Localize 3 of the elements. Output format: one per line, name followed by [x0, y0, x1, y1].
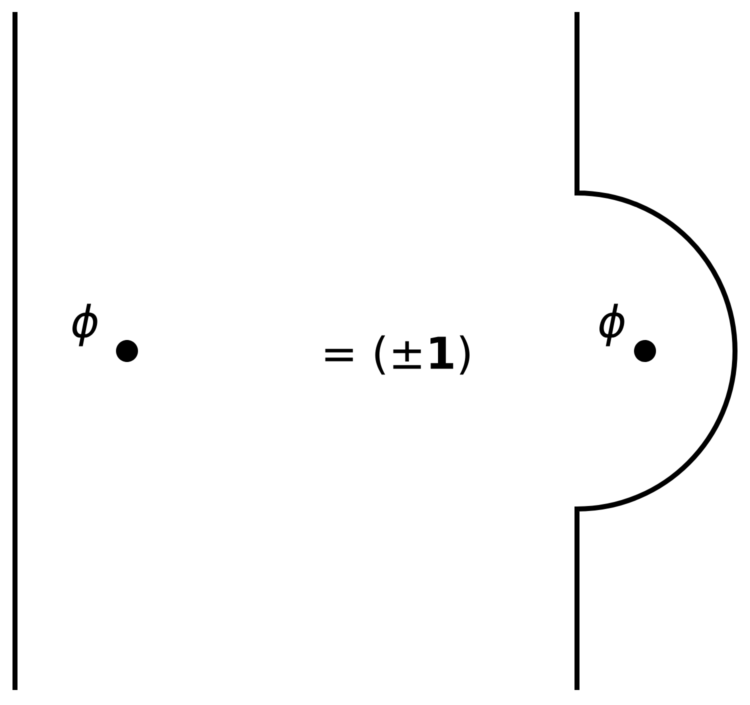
symbol-label: ϕ: [72, 304, 98, 346]
equation-text: = (±1): [325, 335, 470, 375]
symbol-label: ϕ: [599, 304, 624, 346]
